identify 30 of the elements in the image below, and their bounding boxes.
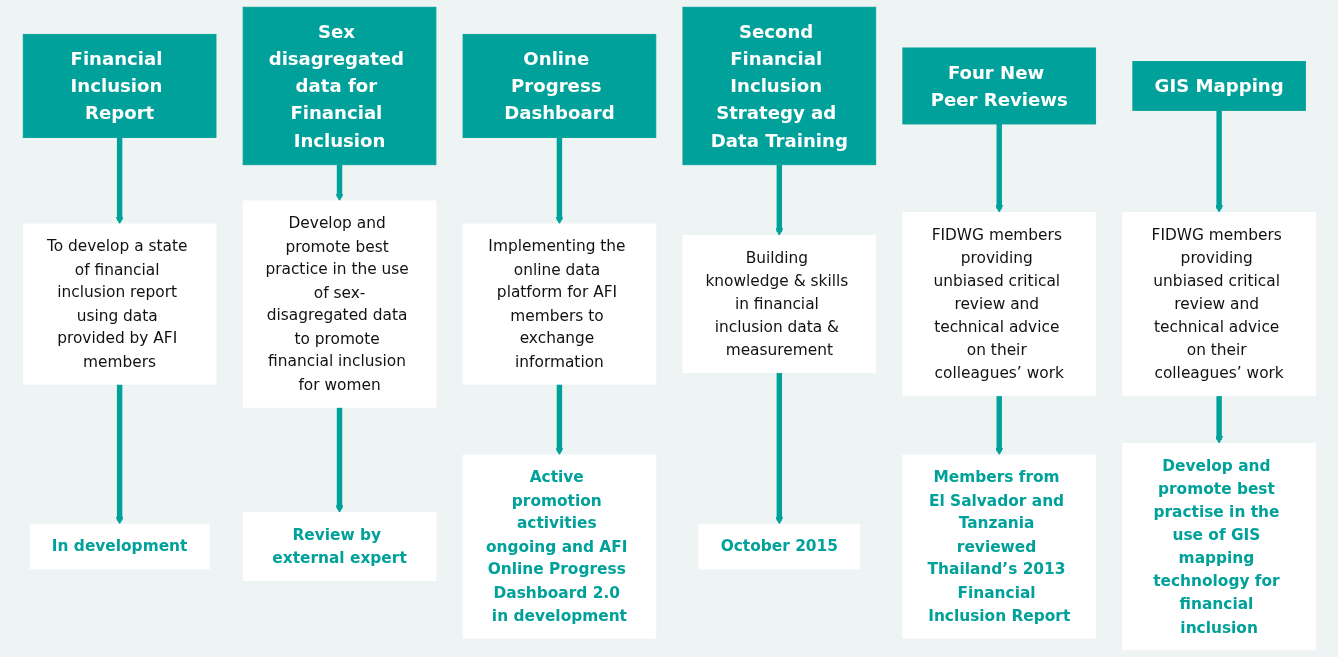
node-box	[242, 512, 436, 581]
arrow	[115, 384, 124, 525]
node-box	[22, 33, 217, 138]
arrow	[1214, 110, 1223, 213]
node-box	[462, 454, 656, 639]
arrow	[555, 384, 564, 456]
node-box	[29, 523, 210, 570]
node-box	[22, 223, 217, 385]
node-box	[682, 235, 876, 374]
node-box	[902, 454, 1096, 639]
node-box	[242, 200, 436, 408]
arrow	[994, 395, 1003, 456]
node-box	[682, 6, 876, 166]
node-box	[902, 47, 1096, 125]
node-box	[1132, 61, 1306, 111]
node-box	[462, 33, 656, 138]
node-box	[1121, 212, 1316, 397]
arrow	[555, 137, 564, 225]
arrow	[1214, 395, 1223, 444]
node-box	[242, 6, 436, 166]
node-box	[902, 212, 1096, 397]
arrow	[115, 137, 124, 225]
arrow	[335, 407, 344, 513]
arrow	[774, 164, 783, 236]
node-box	[698, 523, 860, 570]
arrow	[994, 124, 1003, 213]
arrow	[335, 164, 344, 202]
node-box	[462, 223, 656, 385]
arrow	[774, 372, 783, 525]
node-box	[1121, 442, 1316, 651]
